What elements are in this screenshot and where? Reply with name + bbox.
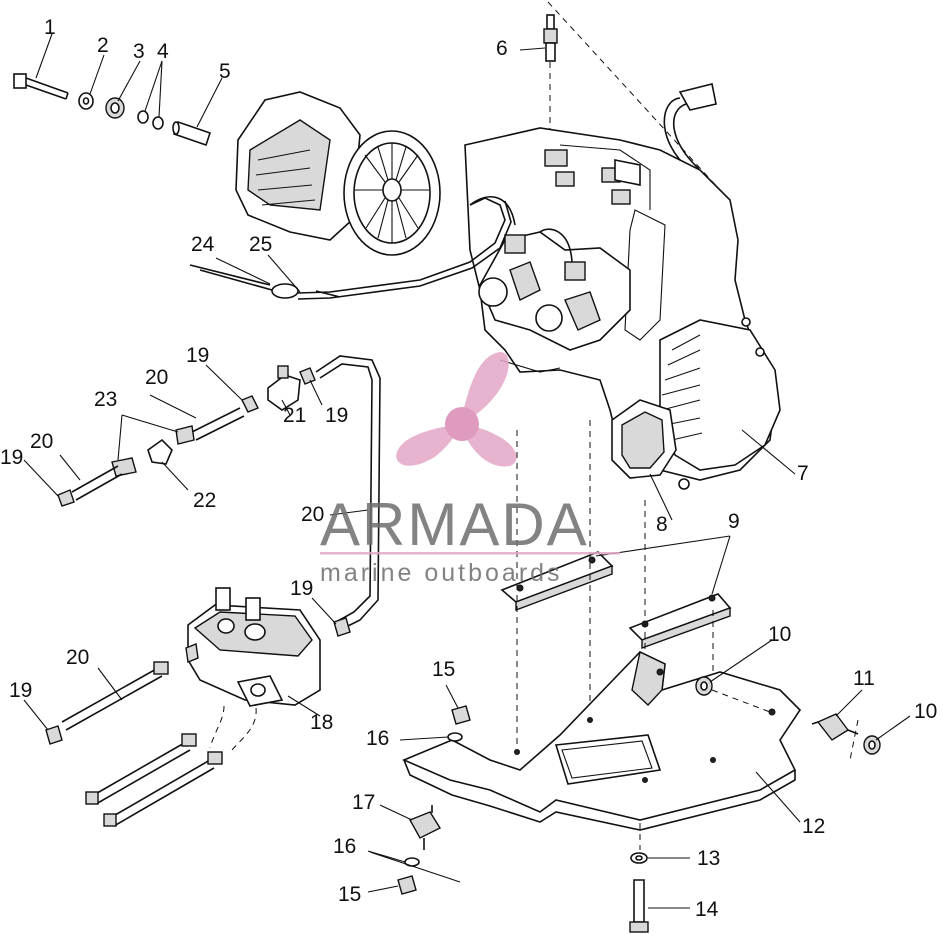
part-isolator-11 xyxy=(811,713,859,761)
callout-25: 25 xyxy=(249,233,272,256)
part-sleeve-5 xyxy=(172,120,212,147)
callout-labels: 1 2 3 4 5 6 7 8 9 10 10 11 12 13 14 15 1… xyxy=(0,16,937,921)
callout-16a: 16 xyxy=(366,727,389,750)
callout-24: 24 xyxy=(191,233,215,256)
part-orings-4 xyxy=(137,110,164,130)
callout-2: 2 xyxy=(97,34,109,57)
part-skid-plate-12 xyxy=(401,650,802,831)
callout-15b: 15 xyxy=(338,883,361,906)
callout-14: 14 xyxy=(695,898,719,921)
callout-15a: 15 xyxy=(432,658,455,681)
callout-10b: 10 xyxy=(914,700,937,723)
watermark-brand: ARMADA xyxy=(320,491,589,558)
part-fuel-line-right xyxy=(315,355,381,631)
part-tee-23 xyxy=(111,425,195,477)
callout-20d: 20 xyxy=(66,646,89,669)
part-drive-clutch xyxy=(235,91,441,256)
callout-18: 18 xyxy=(310,711,333,734)
part-washer-16-top xyxy=(447,732,463,742)
callout-19a: 19 xyxy=(186,344,209,367)
part-nut-10b xyxy=(863,735,881,755)
callout-19c: 19 xyxy=(0,446,23,469)
callout-11: 11 xyxy=(853,667,875,690)
part-fan-housing-7 xyxy=(659,317,781,490)
callout-8: 8 xyxy=(656,513,668,536)
propeller-logo-icon xyxy=(396,352,517,467)
part-fuel-pump-18 xyxy=(185,587,321,751)
part-fuel-line-upper xyxy=(191,407,245,441)
part-nut-15-top xyxy=(451,705,471,725)
callout-16b: 16 xyxy=(333,835,356,858)
part-nut-3 xyxy=(105,97,125,119)
part-fuel-lines-lower xyxy=(61,661,223,827)
callout-10a: 10 xyxy=(768,623,791,646)
callout-1: 1 xyxy=(44,16,56,39)
part-washer-13 xyxy=(630,852,648,864)
callout-17: 17 xyxy=(352,791,375,814)
callout-12: 12 xyxy=(802,815,825,838)
part-fuel-line-left xyxy=(71,465,123,501)
callout-9: 9 xyxy=(728,510,740,533)
callout-23: 23 xyxy=(94,388,117,411)
part-bolt-1 xyxy=(13,73,69,100)
part-nut-10 xyxy=(695,676,771,713)
part-mount-17 xyxy=(409,805,442,850)
callout-19b: 19 xyxy=(325,404,348,427)
part-nut-15-bottom xyxy=(397,875,417,895)
part-clips-19 xyxy=(45,367,351,745)
callout-5: 5 xyxy=(219,60,231,83)
part-straps-9 xyxy=(500,551,732,649)
part-bolt-14 xyxy=(629,879,649,933)
part-washer-2 xyxy=(78,92,94,110)
callout-20b: 20 xyxy=(30,430,53,453)
callout-20a: 20 xyxy=(145,366,168,389)
watermark-divider xyxy=(320,552,620,555)
callout-4: 4 xyxy=(157,40,169,63)
callout-13: 13 xyxy=(697,847,720,870)
callout-7: 7 xyxy=(797,462,809,485)
leader-lines xyxy=(23,33,911,909)
callout-3: 3 xyxy=(133,40,145,63)
part-connector-22 xyxy=(147,438,173,465)
callout-20c: 20 xyxy=(301,503,324,526)
watermark-tagline: marine outboards xyxy=(320,559,563,587)
callout-19e: 19 xyxy=(9,679,32,702)
part-cover-8 xyxy=(611,399,677,479)
watermark: ARMADA marine outboards xyxy=(320,352,620,587)
part-cables-24-25 xyxy=(189,196,573,300)
callout-22: 22 xyxy=(193,489,216,512)
part-carburetors xyxy=(478,231,631,351)
callout-19d: 19 xyxy=(290,577,313,600)
part-fitting-21 xyxy=(267,365,301,411)
callout-6: 6 xyxy=(496,37,508,60)
callout-21: 21 xyxy=(283,404,306,427)
